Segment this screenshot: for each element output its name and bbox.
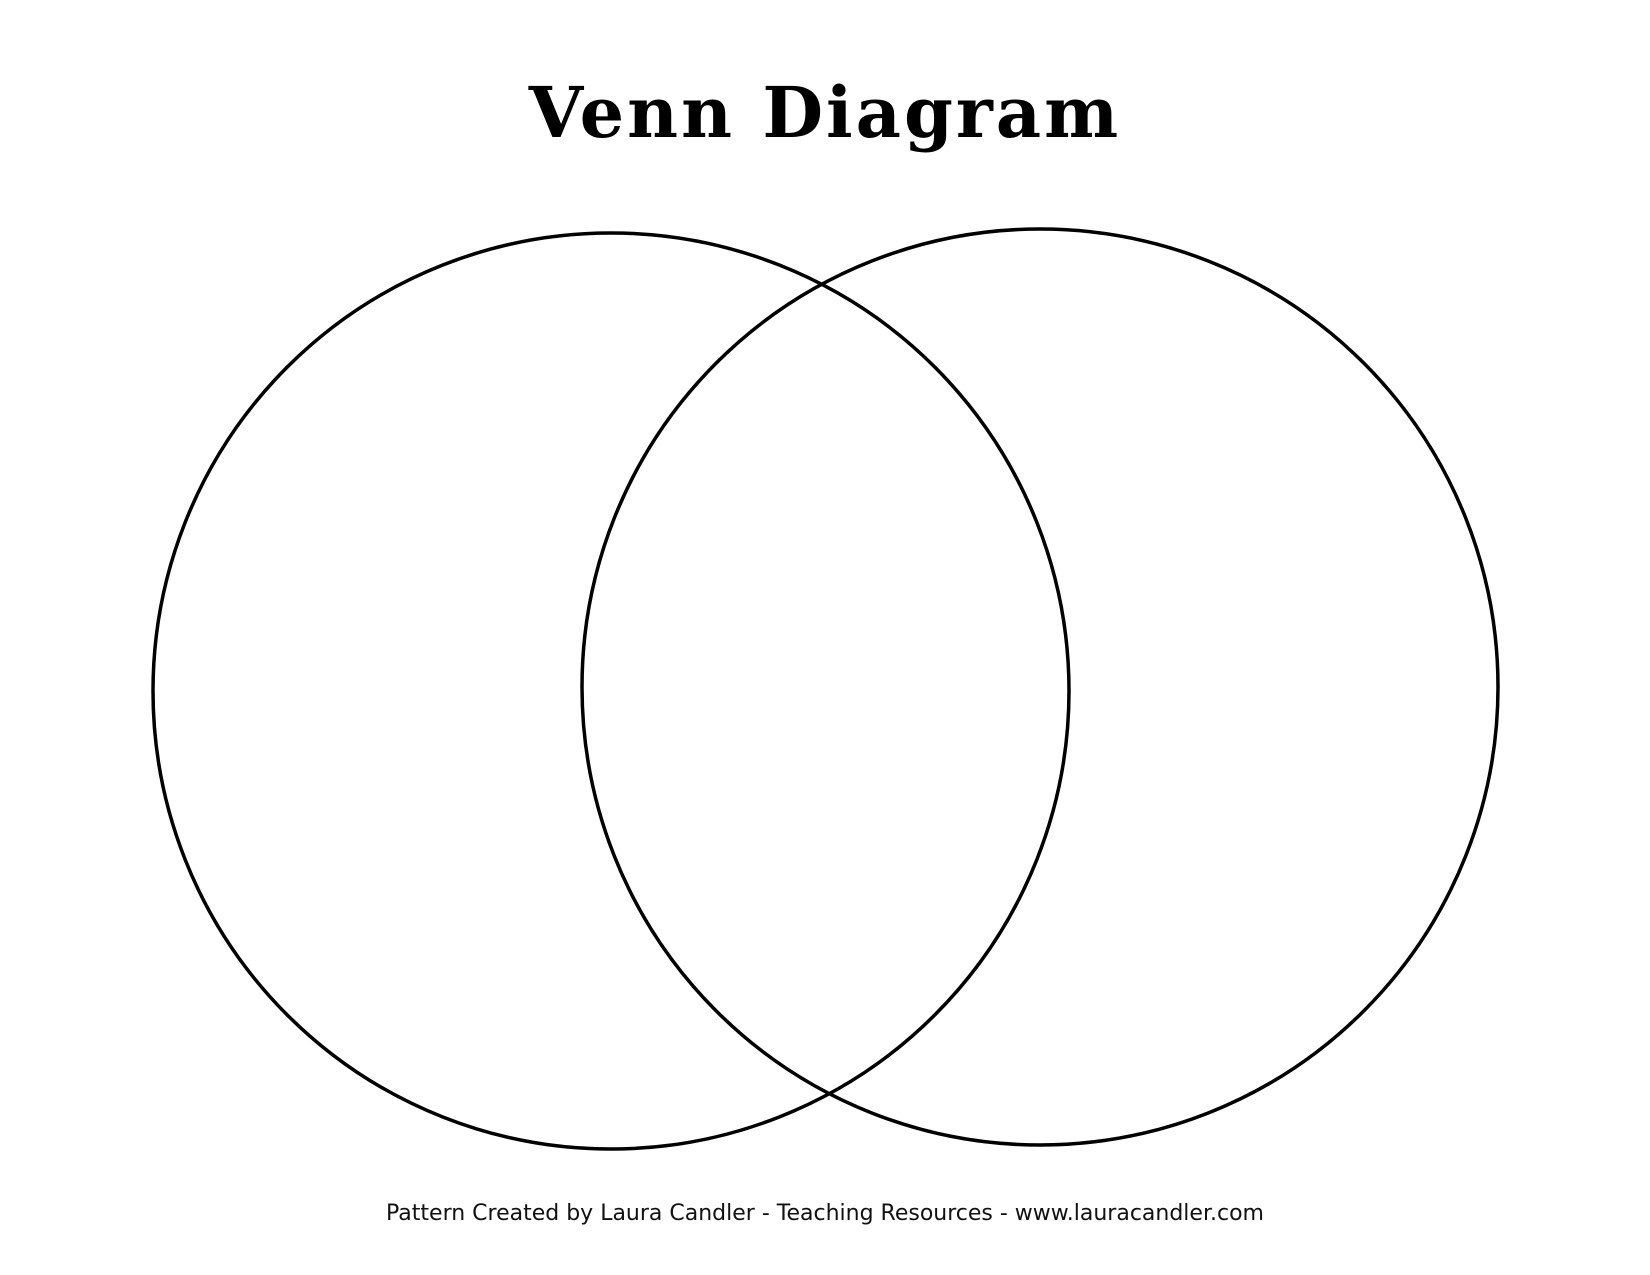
page-title: Venn Diagram [528,71,1122,154]
right-circle [580,227,1500,1147]
left-circle [151,231,1071,1151]
footer-credit: Pattern Created by Laura Candler - Teach… [386,1201,1264,1226]
